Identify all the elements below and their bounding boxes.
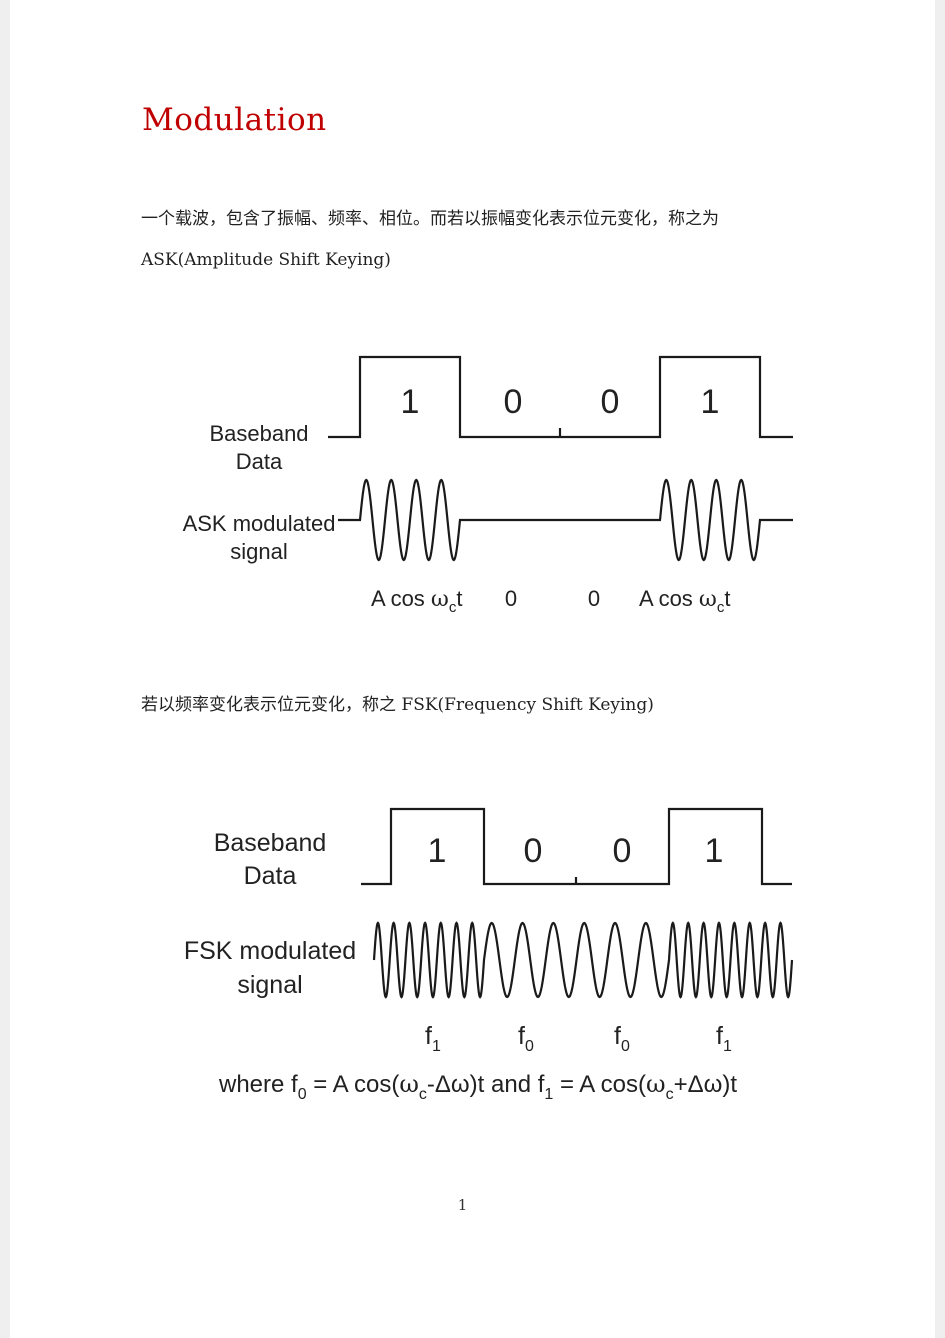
ask-signal-label-2: signal bbox=[230, 539, 287, 564]
page-title: Modulation bbox=[142, 102, 327, 138]
fsk-bit-3: 0 bbox=[613, 832, 632, 870]
fsk-bit-2: 0 bbox=[524, 832, 543, 870]
fsk-freq-label-2: f0 bbox=[518, 1022, 534, 1055]
ask-annotation-4: A cos ωct bbox=[639, 586, 731, 616]
ask-signal-label: ASK modulated bbox=[183, 511, 336, 536]
ask-figure: Baseband Data ASK modulated signal 1 0 0… bbox=[183, 355, 793, 616]
fsk-signal-label: FSK modulated bbox=[184, 937, 356, 965]
ask-baseband-label: Baseband bbox=[209, 421, 308, 446]
fsk-figure: Baseband Data FSK modulated signal 1 0 0… bbox=[184, 807, 794, 1103]
fsk-paragraph: 若以频率变化表示位元变化，称之 FSK(Frequency Shift Keyi… bbox=[141, 695, 654, 715]
ask-modulated-waveform bbox=[338, 478, 793, 562]
ask-bit-2: 0 bbox=[504, 383, 523, 421]
fsk-freq-label-1: f1 bbox=[425, 1022, 441, 1055]
fsk-freq-label-4: f1 bbox=[716, 1022, 732, 1055]
fsk-modulated-waveform bbox=[372, 921, 794, 999]
fsk-data-label: Data bbox=[244, 862, 297, 890]
ask-annotation-3: 0 bbox=[588, 586, 600, 611]
fsk-bit-4: 1 bbox=[705, 832, 724, 870]
ask-data-label: Data bbox=[236, 449, 283, 474]
fsk-signal-label-2: signal bbox=[237, 971, 302, 999]
fsk-bit-1: 1 bbox=[428, 832, 447, 870]
ask-bit-1: 1 bbox=[401, 383, 420, 421]
ask-paragraph-line1: 一个载波，包含了振幅、频率、相位。而若以振幅变化表示位元变化，称之为 bbox=[141, 209, 719, 229]
fsk-baseband-label: Baseband bbox=[214, 829, 327, 857]
ask-annotation-1: A cos ωct bbox=[371, 586, 463, 616]
ask-annotation-2: 0 bbox=[505, 586, 517, 611]
document-page bbox=[10, 0, 935, 1338]
ask-bit-3: 0 bbox=[601, 383, 620, 421]
ask-bit-4: 1 bbox=[701, 383, 720, 421]
fsk-freq-label-3: f0 bbox=[614, 1022, 630, 1055]
fsk-where-equation: where f0 = A cos(ωc-Δω)t and f1 = A cos(… bbox=[218, 1070, 737, 1103]
fsk-baseband-waveform bbox=[361, 807, 792, 886]
page-number: 1 bbox=[457, 1196, 468, 1214]
ask-baseband-waveform bbox=[328, 355, 793, 439]
ask-paragraph-line2: ASK(Amplitude Shift Keying) bbox=[141, 250, 391, 270]
